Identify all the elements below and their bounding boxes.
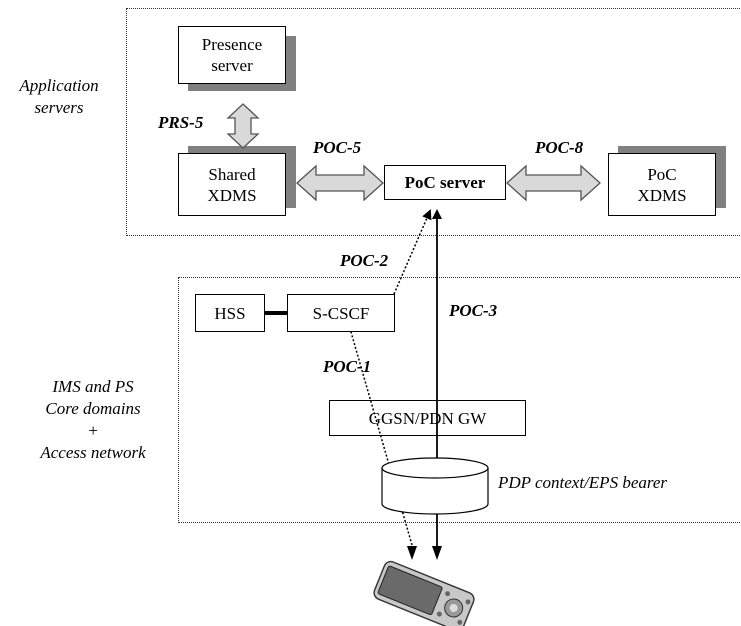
application-servers-label: Application servers — [19, 76, 99, 117]
core-access-region — [178, 277, 741, 523]
application-servers-region — [126, 8, 741, 236]
poc2-link — [393, 209, 432, 295]
ims-ps-label: IMS and PS Core domains + Access network — [40, 377, 146, 462]
hss-box: HSS — [195, 294, 265, 332]
poc8-double-arrow — [506, 164, 601, 202]
ggsn-pdn-gw-box: GGSN/PDN GW — [329, 400, 526, 436]
poc3-label: POC-3 — [449, 301, 498, 320]
poc3-arrowhead-bottom — [432, 546, 442, 560]
presence-server-box: Presence server — [178, 26, 286, 84]
poc2-label: POC-2 — [340, 251, 389, 270]
s-cscf-box: S-CSCF — [287, 294, 395, 332]
poc-xdms-box: PoC XDMS — [608, 153, 716, 216]
poc5-double-arrow — [296, 164, 384, 202]
shared-xdms-box: Shared XDMS — [178, 153, 286, 216]
poc8-label: POC-8 — [535, 138, 584, 157]
pdp-bearer-cylinder — [381, 457, 489, 515]
pdp-context-label: PDP context/EPS bearer — [498, 473, 668, 492]
prs5-double-arrow — [226, 103, 260, 149]
prs5-label: PRS-5 — [158, 113, 204, 132]
poc1-label: POC-1 — [323, 357, 372, 376]
poc1-arrowhead — [407, 546, 417, 560]
poc-server-box: PoC server — [384, 165, 506, 200]
poc5-label: POC-5 — [313, 138, 362, 157]
mobile-device-icon — [373, 560, 475, 626]
